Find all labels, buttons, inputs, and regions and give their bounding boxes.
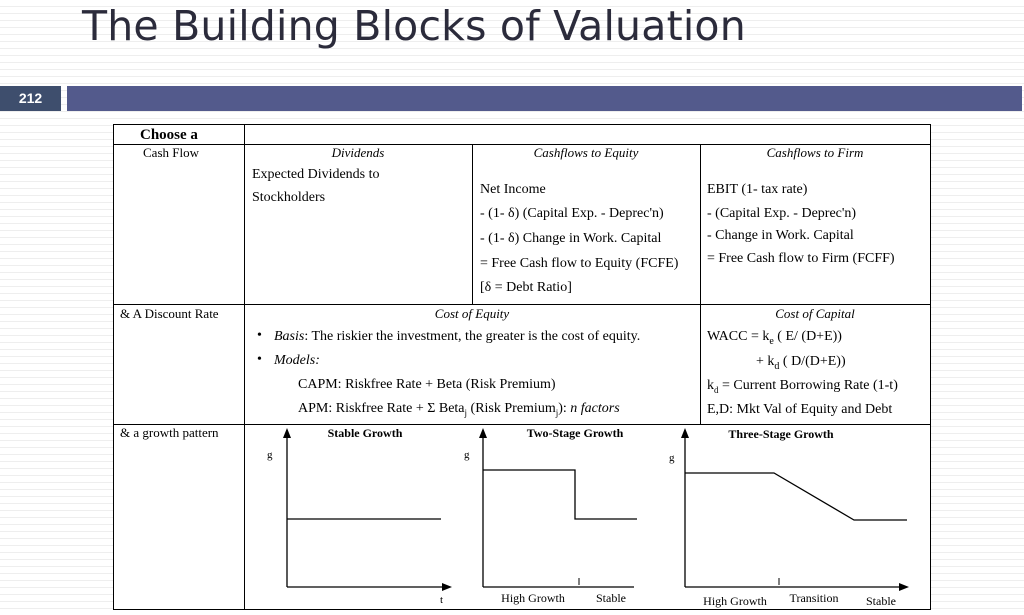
cost-of-capital-heading: Cost of Capital [775, 306, 855, 321]
slide-title: The Building Blocks of Valuation [82, 2, 746, 50]
wacc-subscript: e [769, 335, 774, 347]
cashflow-divider-2 [700, 144, 701, 424]
apm-part: ): [558, 401, 571, 416]
kd-definition: kd = Current Borrowing Rate (1-t) [707, 378, 898, 398]
cash-flow-label: Cash Flow [143, 145, 199, 160]
fcff-line: EBIT (1- tax rate) [707, 182, 808, 197]
basis-line: Basis: The riskier the investment, the g… [274, 329, 640, 345]
kd-def-subscript: d [714, 384, 719, 395]
capm-formula: CAPM: Riskfree Rate + Beta (Risk Premium… [298, 377, 556, 392]
two-stage-x-label-high: High Growth [501, 591, 565, 605]
growth-row-top [114, 424, 930, 425]
growth-pattern-label: & a growth pattern [120, 425, 219, 440]
fcfe-line: Net Income [480, 182, 546, 197]
label-column-divider [244, 125, 245, 609]
fcfe-line: = Free Cash flow to Equity (FCFE) [480, 256, 679, 271]
dividends-line: Expected Dividends to [252, 167, 380, 182]
three-stage-growth-title: Three-Stage Growth [728, 427, 834, 441]
growth-graphs: Stable Growth g t Two-Stage Growth g Hig… [267, 426, 909, 608]
kd-part: ( D/(D+E)) [779, 354, 846, 369]
three-stage-growth-line [685, 472, 907, 521]
cashflow-divider-1 [472, 144, 473, 304]
fcfe-line: - (1- δ) (Capital Exp. - Deprec'n) [480, 206, 664, 221]
models-label: Models: [274, 353, 320, 368]
kd-subscript: d [774, 360, 780, 372]
header-underline [114, 144, 244, 145]
three-stage-growth-graph: Three-Stage Growth g High Growth Transit… [669, 427, 909, 608]
two-stage-y-label: g [464, 449, 470, 461]
header-band [67, 86, 1022, 111]
kd-term: + kd ( D/(D+E)) [756, 354, 846, 375]
basis-term: Basis [274, 329, 305, 344]
apm-formula: APM: Riskfree Rate + Σ Betaj (Risk Premi… [298, 401, 620, 421]
two-stage-growth-title: Two-Stage Growth [527, 426, 624, 440]
discount-row-top [114, 304, 930, 305]
apm-subscript: j [555, 407, 559, 418]
stable-y-label: g [267, 449, 273, 461]
apm-subscript: j [464, 407, 468, 418]
two-stage-x-label-stable: Stable [596, 591, 626, 605]
fcff-line: = Free Cash flow to Firm (FCFF) [707, 251, 895, 266]
wacc-part: ( E/ (D+E)) [773, 329, 842, 344]
wacc-formula: WACC = ke ( E/ (D+E)) [707, 329, 842, 350]
basis-text: : The riskier the investment, the greate… [304, 329, 641, 344]
three-stage-x-label-high: High Growth [703, 594, 767, 608]
stable-x-label: t [440, 594, 443, 606]
kd-def-part: = Current Borrowing Rate (1-t) [718, 378, 898, 393]
three-stage-x-label-transition: Transition [790, 591, 839, 605]
stable-growth-title: Stable Growth [328, 426, 403, 440]
bullet-icon: • [257, 328, 262, 343]
ed-definition: E,D: Mkt Val of Equity and Debt [707, 402, 893, 417]
apm-part: APM: Riskfree Rate + Σ Beta [298, 401, 465, 416]
three-stage-y-label: g [669, 452, 675, 464]
kd-part: + k [756, 354, 775, 369]
fcff-line: - Change in Work. Capital [707, 228, 854, 243]
two-stage-growth-graph: Two-Stage Growth g High Growth Stable [464, 426, 637, 605]
cashflow-row-top [244, 144, 930, 145]
apm-part: (Risk Premium [467, 401, 556, 416]
discount-rate-label: & A Discount Rate [120, 306, 219, 321]
dividends-heading: Dividends [331, 145, 385, 160]
cost-of-equity-heading: Cost of Equity [434, 306, 510, 321]
bullet-icon: • [257, 352, 262, 367]
two-stage-growth-line [483, 469, 637, 520]
kd-def-part: k [707, 378, 714, 393]
valuation-table: Choose a Cash Flow & A Discount Rate & a… [113, 124, 931, 610]
stable-growth-graph: Stable Growth g t [267, 426, 452, 606]
apm-factors: n factors [570, 401, 620, 416]
fcfe-line: [δ = Debt Ratio] [480, 280, 572, 295]
slide-number: 212 [0, 86, 61, 111]
choose-a-label: Choose a [140, 127, 198, 143]
wacc-part: WACC = k [707, 329, 770, 344]
fcfe-line: - (1- δ) Change in Work. Capital [480, 231, 662, 246]
fcfe-heading: Cashflows to Equity [533, 145, 639, 160]
three-stage-x-label-stable: Stable [866, 594, 896, 608]
fcff-line: - (Capital Exp. - Deprec'n) [707, 206, 857, 221]
fcff-heading: Cashflows to Firm [766, 145, 864, 160]
dividends-line: Stockholders [252, 190, 326, 205]
